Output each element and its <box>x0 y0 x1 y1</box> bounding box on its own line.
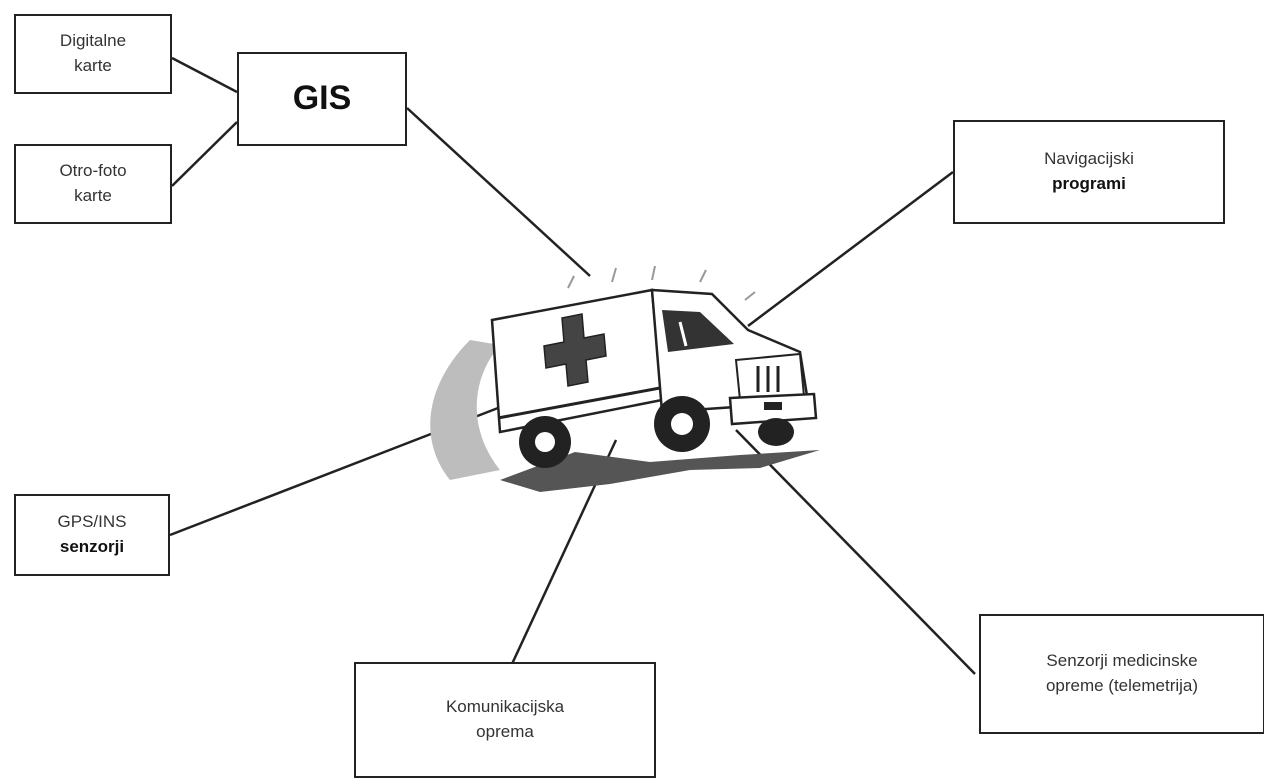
digitalne-karte-line2: karte <box>74 56 112 75</box>
digitalne-karte-box: Digitalne karte <box>14 14 172 94</box>
connector-gis-ambulance <box>406 107 591 277</box>
navigacijski-programi-line1: Navigacijski <box>1044 149 1134 169</box>
gps-ins-senzorji-box: GPS/INS senzorji <box>14 494 170 576</box>
navigacijski-programi-line2: programi <box>1052 174 1126 193</box>
komunikacijska-oprema-box: Komunikacijska oprema <box>354 662 656 778</box>
otro-foto-karte-box: Otro-foto karte <box>14 144 172 224</box>
senzorji-medicinske-opreme-box: Senzorji medicinske opreme (telemetrija) <box>979 614 1264 734</box>
otro-foto-karte-line2: karte <box>74 186 112 205</box>
connector-ortho-gis <box>171 121 238 187</box>
gps-ins-senzorji-line1: GPS/INS <box>57 512 127 532</box>
connector-sens-ambulance <box>735 429 976 675</box>
gis-label: GIS <box>292 79 352 118</box>
digitalne-karte-line1: Digitalne <box>59 31 127 51</box>
komunikacijska-oprema-line1: Komunikacijska <box>445 697 565 717</box>
senzorji-medicinske-opreme-line2: opreme (telemetrija) <box>1045 676 1199 695</box>
navigacijski-programi-box: Navigacijski programi <box>953 120 1225 224</box>
gps-ins-senzorji-line2: senzorji <box>59 537 125 556</box>
gis-box: GIS <box>237 52 407 146</box>
senzorji-medicinske-opreme-line1: Senzorji medicinske <box>1046 651 1198 671</box>
connector-nav-ambulance <box>747 171 954 327</box>
komunikacijska-oprema-line2: oprema <box>476 722 534 741</box>
otro-foto-karte-line1: Otro-foto <box>59 161 127 181</box>
connector-digital-gis <box>171 56 238 94</box>
